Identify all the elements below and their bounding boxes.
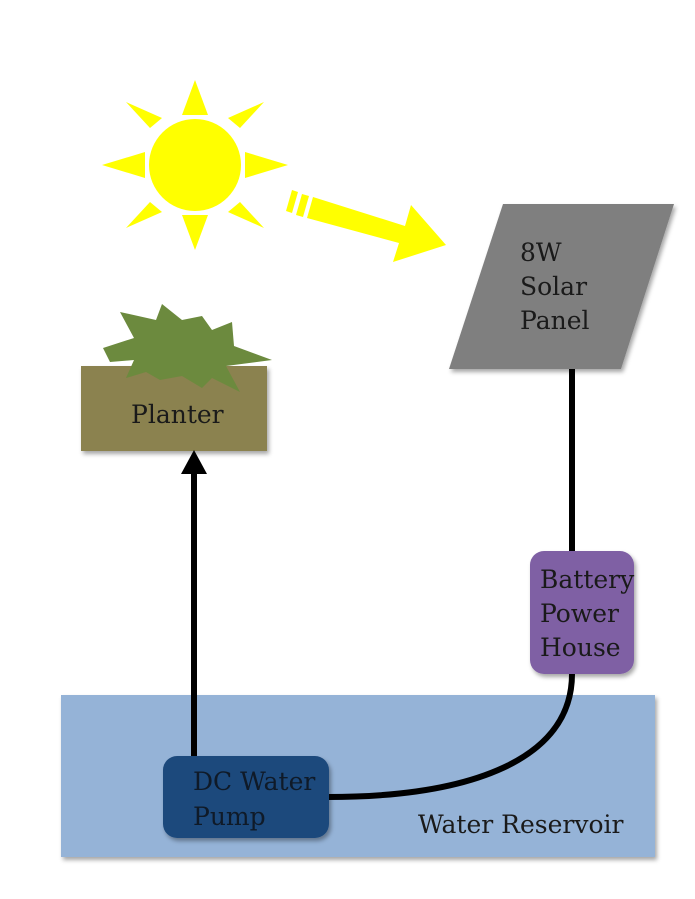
plant-icon [103,304,272,392]
sun-icon [102,80,288,250]
pipe-arrowhead [181,450,207,474]
solar-panel [449,204,674,369]
solar-panel-label-line1: 8W [520,238,562,267]
battery-label-line2: Power [540,599,620,628]
solar-panel-label-line3: Panel [520,306,590,335]
solar-panel-label-line2: Solar [520,272,588,301]
planter-box [81,366,267,451]
battery-pump-wire [327,673,575,800]
reservoir-label: Water Reservoir [418,810,624,839]
pump-label-line2: Pump [193,802,266,831]
battery-label-line1: Battery [540,565,635,594]
dc-water-pump [163,756,329,838]
battery-power-house [530,551,634,674]
pump-label-line1: DC Water [193,767,316,796]
sunlight-arrow [286,190,446,262]
planter-label: Planter [131,400,224,429]
battery-label-line3: House [540,633,621,662]
